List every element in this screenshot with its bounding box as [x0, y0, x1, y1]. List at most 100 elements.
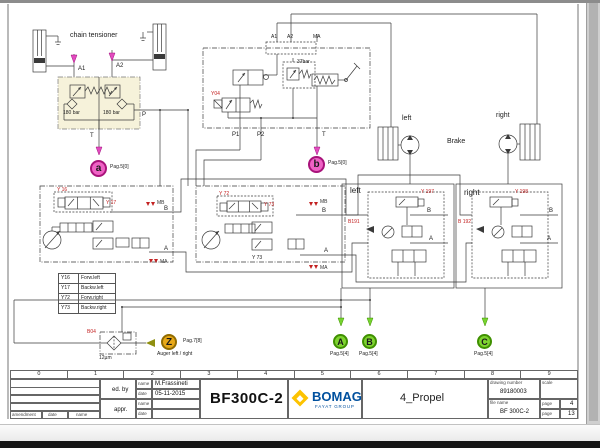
chain-tensioner-cylinders [32, 23, 167, 77]
filter-micron-label: 12µm [99, 355, 112, 361]
valve-y73-label: Y 73 [264, 202, 275, 208]
brand-name: BOMAG [312, 389, 362, 404]
pump-left-mb: MB [157, 200, 165, 206]
drive-motors [377, 14, 541, 184]
brake-valve-block [195, 13, 537, 186]
model-number: BF300C-2 [210, 390, 284, 407]
appr-cell [100, 399, 136, 419]
appr-label: appr. [114, 407, 128, 413]
block2-t-label: T [322, 132, 326, 138]
ed-name-value-cell [152, 379, 200, 389]
name-label-cell [136, 399, 152, 409]
port-a2-label: A2 [116, 63, 124, 69]
hydraulic-schematic [7, 4, 579, 419]
pump-left-ma: MA [160, 259, 168, 265]
date-label-cell [136, 389, 152, 399]
file-name-value: BF 300C-2 [500, 409, 530, 415]
block2-a1: A1 [271, 34, 278, 40]
file-name-label: file name [490, 400, 509, 405]
model-cell [200, 379, 288, 419]
scrollbar-track[interactable] [586, 3, 600, 424]
block2-ma: MA [313, 34, 321, 40]
pump-mid-port-b: B [322, 208, 327, 214]
page-label-cell [540, 399, 560, 409]
valve-y04-label: Y04 [211, 91, 220, 97]
block2-a2: A2 [287, 34, 294, 40]
amendment-cell [10, 411, 42, 419]
valve-y198-label: Y 198 [515, 189, 528, 195]
port-t-label: T [90, 133, 94, 139]
file-name-cell [488, 399, 540, 419]
ref-circle-a: a [90, 160, 107, 177]
viewer-toolbar [0, 424, 600, 442]
pump-left-port-a: A [164, 246, 169, 252]
appr-date-value-cell [152, 409, 200, 419]
editor-name: M.Frassineti [155, 381, 188, 387]
port-p1-label: P1 [232, 132, 240, 138]
pages-value: 13 [568, 411, 575, 417]
ref-circle-b: b [308, 156, 325, 173]
motor-block-left [341, 183, 455, 289]
ref-a-page: Pag.5[0] [110, 164, 129, 170]
ref-circle-C: C [477, 334, 492, 349]
ed-by-label: ed. by [112, 387, 129, 393]
ref-B-page: Pag.5[4] [359, 351, 378, 357]
amendment-row [10, 403, 100, 411]
ed-date-label: date [138, 391, 147, 396]
port-a1-label: A1 [78, 66, 86, 72]
pump-mid-mb: MB [320, 199, 328, 205]
ed-date-value-cell [152, 389, 200, 399]
motor-right-port-a: A [547, 236, 552, 242]
drawing-number-value: 89180003 [500, 389, 527, 395]
brand-cell [288, 379, 362, 419]
appr-date-label: date [138, 411, 147, 416]
ref-z-caption: Auger left / right [157, 351, 193, 357]
valve-y72-label: Y 72 [219, 191, 230, 197]
sensor-b192-label: B 192 [458, 219, 472, 225]
scale-label: scale [542, 380, 553, 385]
sensor-b191-label: B191 [348, 219, 360, 225]
scrollbar-thumb[interactable] [589, 3, 598, 421]
valve-y16-label: Y 16 [57, 187, 68, 193]
page-value: 4 [570, 401, 574, 407]
filter-b04-label: B04 [87, 329, 96, 335]
page-value-cell [560, 399, 578, 409]
valve-y197-label: Y 197 [421, 189, 434, 195]
amendment-name-cell [68, 411, 100, 419]
pages-label-cell [540, 409, 560, 419]
sheet-title-cell [362, 379, 488, 419]
drawing-number-cell [488, 379, 540, 399]
pressure-37: 37bar [297, 59, 310, 65]
name-label-cell [136, 379, 152, 389]
amendment-name-label: name [76, 412, 88, 417]
window-top-strip [0, 0, 600, 3]
appr-name-value-cell [152, 399, 200, 409]
auger-filter [99, 331, 155, 355]
ref-circle-A: A [333, 334, 348, 349]
motor-right-title: right [464, 188, 480, 197]
amendment-row [10, 387, 100, 395]
motor-right-port-b: B [549, 208, 554, 214]
brake-left-label: left [402, 115, 412, 122]
port-p2-label: P2 [257, 132, 265, 138]
pump-group-left [39, 185, 174, 263]
ref-C-page: Pag.5[4] [474, 351, 493, 357]
valve-y73-bottom-label: Y 73 [252, 255, 263, 261]
ref-circle-B: B [362, 334, 377, 349]
valve-y17-label: Y 17 [106, 200, 117, 206]
brake-title: Brake [447, 138, 466, 145]
pages-label: page [542, 411, 553, 416]
motor-left-port-a: A [429, 236, 434, 242]
ref-b-page: Pag.5[0] [328, 160, 347, 166]
scale-cell [540, 379, 578, 399]
chain-tensioner-label: chain tensioner [70, 32, 118, 39]
pump-left-port-b: B [164, 206, 169, 212]
